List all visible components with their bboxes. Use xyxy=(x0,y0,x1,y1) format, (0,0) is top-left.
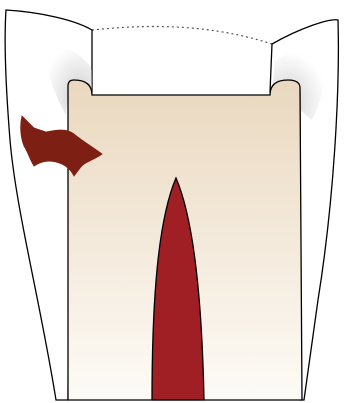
tooth-diagram xyxy=(0,0,345,403)
